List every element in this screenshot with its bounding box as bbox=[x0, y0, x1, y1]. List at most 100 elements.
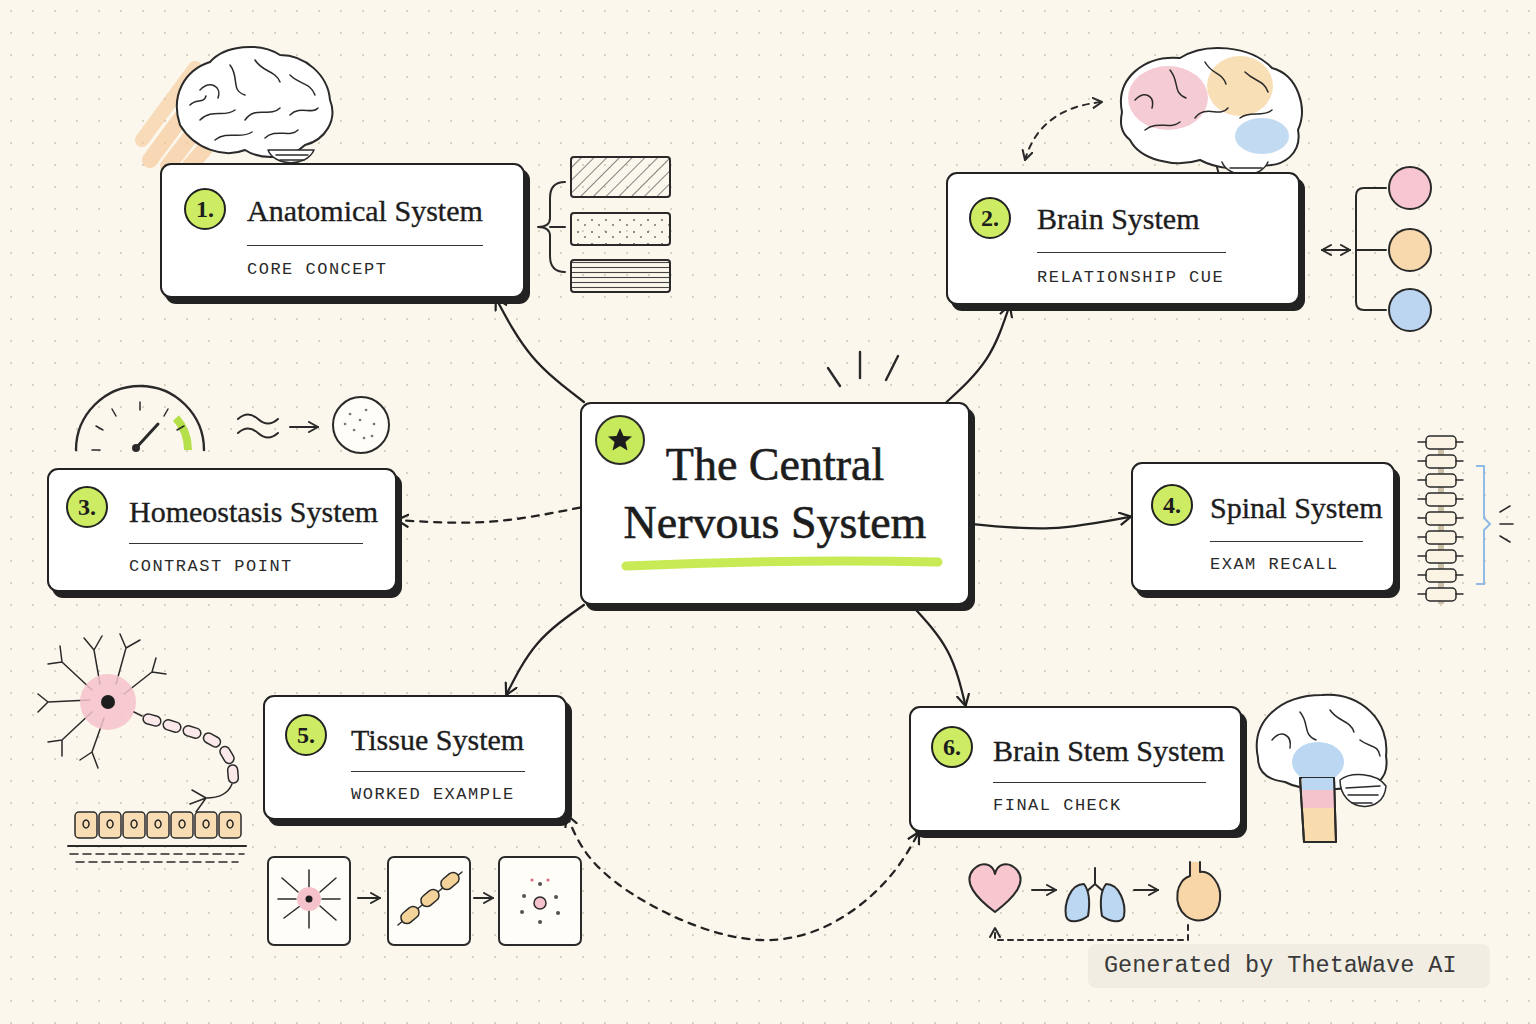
dashed-connector bbox=[397, 508, 580, 523]
epithelial-cell bbox=[171, 812, 193, 838]
myelin-segment bbox=[182, 725, 202, 740]
topic-title: Anatomical System bbox=[247, 194, 483, 246]
heart-icon bbox=[969, 864, 1020, 912]
gauge-arc bbox=[76, 386, 204, 450]
cerebellum bbox=[1340, 775, 1386, 807]
hub-box: The Central Nervous System bbox=[580, 402, 970, 605]
vertebra bbox=[1426, 550, 1456, 563]
parietal-lobe bbox=[1207, 56, 1273, 116]
wave-symbol bbox=[238, 415, 278, 438]
double-arrow bbox=[1322, 249, 1350, 251]
topic-title: Tissue System bbox=[351, 723, 525, 772]
temporal-lobe bbox=[1235, 118, 1289, 154]
myelin-segment bbox=[227, 765, 239, 784]
mini-vesicle bbox=[534, 897, 546, 909]
vertebra bbox=[1426, 531, 1456, 544]
brain-stem bbox=[1300, 778, 1336, 842]
mini-axon bbox=[398, 872, 462, 925]
number-badge: 5. bbox=[284, 713, 328, 757]
brain-outline bbox=[1121, 48, 1302, 169]
hub-title: The Central Nervous System bbox=[602, 436, 948, 552]
midbrain bbox=[1292, 742, 1344, 782]
mini-cell bbox=[297, 887, 321, 911]
vertebra bbox=[1426, 455, 1456, 468]
vertebra bbox=[1426, 436, 1456, 449]
topic-box: Brain SystemRELATIONSHIP CUE2. bbox=[946, 172, 1300, 305]
mini-myelin bbox=[418, 887, 441, 909]
vertebra bbox=[1426, 588, 1456, 601]
epithelial-cell bbox=[99, 812, 121, 838]
topic-title: Brain Stem System bbox=[993, 734, 1206, 783]
cerebellum bbox=[268, 150, 314, 163]
hatched-swatch bbox=[571, 157, 670, 197]
striped-swatch bbox=[571, 260, 670, 292]
connector-arrow bbox=[506, 605, 584, 695]
brain-gyri bbox=[1272, 710, 1380, 756]
dashed-connector bbox=[567, 815, 919, 940]
step-panel bbox=[499, 857, 581, 945]
vertebra bbox=[1426, 493, 1456, 506]
number-badge: 2. bbox=[968, 196, 1012, 240]
connector-arrow bbox=[912, 605, 966, 706]
step-arrow bbox=[358, 897, 380, 899]
orange-circle bbox=[1389, 229, 1431, 271]
gauge-green-zone bbox=[176, 418, 188, 450]
stem-top bbox=[1302, 778, 1334, 790]
mini-red-dots bbox=[532, 879, 548, 882]
number-badge: 1. bbox=[183, 187, 227, 231]
spine-illustration bbox=[1418, 436, 1463, 604]
number-badge: 3. bbox=[65, 485, 109, 529]
callout-number: 5. bbox=[284, 713, 328, 757]
axon-hillock bbox=[134, 712, 142, 716]
cerebellum-lines bbox=[1346, 786, 1380, 803]
scribble bbox=[150, 72, 215, 160]
pink-circle bbox=[1389, 167, 1431, 209]
title-highlight bbox=[626, 561, 938, 566]
stem-outline bbox=[1300, 778, 1336, 842]
scribble bbox=[168, 72, 240, 166]
trachea bbox=[1086, 868, 1104, 892]
brace-tick bbox=[550, 226, 565, 228]
number-badge: 6. bbox=[930, 725, 974, 769]
myelin-segment bbox=[218, 745, 236, 766]
emphasis-rays bbox=[1500, 506, 1513, 542]
brain-gyri bbox=[190, 60, 318, 140]
branch-bracket bbox=[1356, 188, 1386, 310]
neuron-illustration bbox=[38, 634, 239, 812]
topic-tag: CORE CONCEPT bbox=[247, 259, 387, 281]
brainstem-illustration bbox=[1257, 695, 1387, 842]
number-badge: 4. bbox=[1150, 483, 1194, 527]
brain-illustration bbox=[142, 47, 332, 166]
vertebra bbox=[1426, 569, 1456, 582]
dotted-swatch bbox=[571, 213, 670, 245]
flow-arrow bbox=[1032, 889, 1056, 891]
frontal-lobe bbox=[1128, 66, 1208, 130]
topic-tag: EXAM RECALL bbox=[1210, 554, 1339, 576]
topic-tag: FINAL CHECK bbox=[993, 795, 1122, 817]
axon-terminal bbox=[190, 784, 232, 812]
topic-box: Homeostasis SystemCONTRAST POINT3. bbox=[47, 468, 397, 592]
topic-box: Spinal SystemEXAM RECALL4. bbox=[1131, 462, 1395, 592]
watermark: Generated by ThetaWave AI bbox=[1088, 944, 1490, 988]
callout-number: 1. bbox=[183, 187, 227, 231]
mini-myelin bbox=[398, 904, 421, 926]
mini-dots bbox=[522, 884, 558, 922]
topic-tag: CONTRAST POINT bbox=[129, 556, 293, 578]
cell-dots bbox=[345, 410, 374, 438]
mini-dendrites bbox=[278, 870, 340, 928]
star-icon bbox=[608, 428, 632, 451]
gauge-illustration bbox=[76, 386, 204, 452]
connector-arrow bbox=[496, 298, 584, 402]
gauge-pivot bbox=[132, 444, 140, 452]
step-arrow bbox=[474, 897, 493, 899]
brain-outline bbox=[1257, 695, 1387, 790]
flow-arrow bbox=[1134, 889, 1158, 891]
scribble bbox=[190, 82, 262, 166]
connector-arrow bbox=[947, 305, 1010, 402]
vertebra-processes bbox=[1418, 442, 1463, 594]
myelin-segment bbox=[142, 713, 162, 727]
callout-number: 4. bbox=[1150, 483, 1194, 527]
pons bbox=[1302, 790, 1334, 808]
